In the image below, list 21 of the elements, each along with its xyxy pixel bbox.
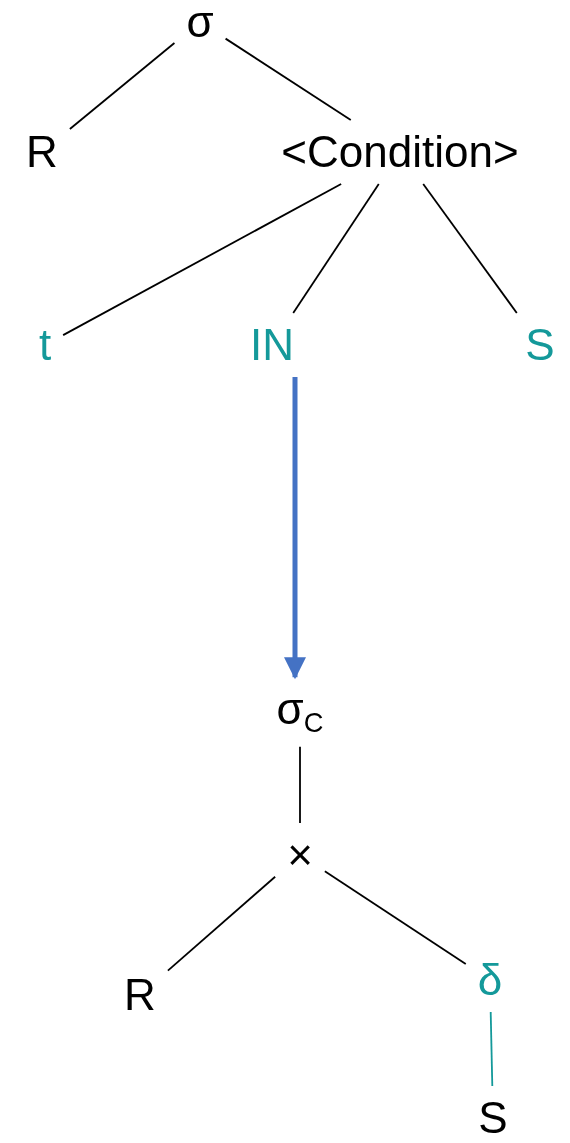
tree-node-label: IN bbox=[238, 313, 306, 377]
tree-edge-line bbox=[489, 1011, 494, 1087]
tree-edge-line bbox=[292, 183, 380, 314]
tree-node-label: δ bbox=[465, 948, 515, 1012]
tree-node-label: t bbox=[26, 313, 64, 377]
tree-node-label: σ$_{C}$ bbox=[264, 677, 336, 747]
tree-node-label: σ bbox=[174, 0, 226, 54]
tree-edge-line bbox=[422, 183, 518, 314]
tree-edge-line bbox=[167, 875, 277, 972]
tree-node-label: × bbox=[275, 823, 325, 887]
tree-edge-line bbox=[69, 42, 176, 130]
tree-node-label: <Condition> bbox=[269, 120, 531, 184]
tree-node-label: R bbox=[14, 120, 70, 184]
tree-node-label: R bbox=[112, 963, 168, 1027]
tree-node-label: S bbox=[466, 1086, 520, 1143]
tree-edge-line bbox=[62, 183, 343, 337]
arrow bbox=[284, 377, 306, 680]
tree-edge-line bbox=[224, 37, 352, 121]
tree-edge-line bbox=[323, 870, 467, 965]
tree-node-label: S bbox=[513, 313, 567, 377]
tree-edge-line bbox=[299, 745, 301, 824]
